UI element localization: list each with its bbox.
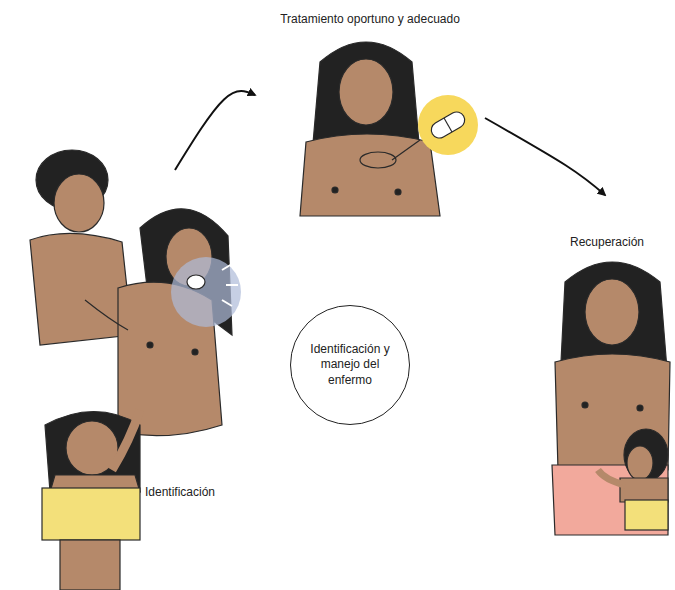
illustration-part — [360, 152, 396, 168]
illustration-part — [392, 140, 420, 160]
family-figure — [30, 150, 241, 590]
curved-arrow — [485, 118, 605, 195]
center-circle: Identificación y manejo del enfermo — [290, 305, 410, 425]
illustration-part — [222, 264, 238, 306]
patient-with-pill — [300, 42, 478, 216]
illustration-part — [418, 95, 478, 155]
circle-label: Identificación y manejo del enfermo — [305, 342, 395, 389]
illustration-part — [627, 446, 653, 480]
stage-label: Recuperación — [570, 235, 644, 251]
illustration-part — [112, 410, 140, 470]
identification-stage: Identificación — [0, 170, 235, 590]
illustration-part — [598, 470, 625, 485]
illustration-part — [60, 540, 120, 590]
illustration-part — [85, 300, 128, 330]
illustration-part — [300, 134, 440, 216]
illustration-part — [187, 275, 205, 289]
illustration-part — [625, 500, 668, 530]
stage-label: Tratamiento oportuno y adecuado — [280, 12, 460, 28]
illustration-part — [332, 187, 338, 193]
illustration-part — [624, 429, 668, 481]
illustration-part — [637, 405, 643, 411]
curved-arrow — [175, 91, 255, 170]
stage-label: Identificación — [145, 485, 215, 501]
illustration-part — [192, 349, 198, 355]
illustration-part — [54, 174, 104, 232]
illustration-part — [171, 257, 241, 327]
illustration-part — [339, 59, 393, 125]
recovery-stage: Recuperación — [560, 195, 672, 530]
illustration-part — [395, 189, 401, 195]
recovered-family — [552, 262, 670, 535]
illustration-part — [620, 478, 668, 502]
illustration-part — [428, 109, 467, 141]
treatment-stage: Tratamiento oportuno y adecuado — [255, 8, 485, 218]
illustration-part — [428, 109, 467, 141]
illustration-part — [147, 342, 153, 348]
illustration-part — [582, 402, 588, 408]
illustration-part — [444, 118, 452, 132]
illustration-part — [585, 279, 639, 345]
illustration-part — [42, 488, 140, 540]
illustration-part — [30, 233, 132, 345]
